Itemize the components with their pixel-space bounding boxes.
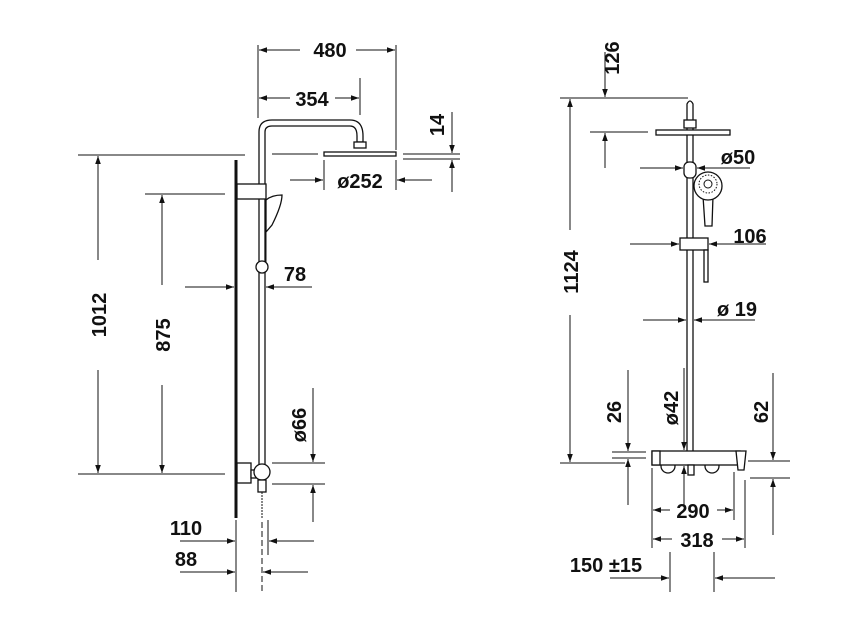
dim-head-diameter: ø252 [337, 171, 383, 193]
dim-height-total: 1012 [89, 293, 111, 338]
shower-system-front [651, 100, 747, 476]
dim-connection-spacing: 150 ±15 [570, 555, 642, 577]
shower-system-side [234, 119, 397, 518]
dim-spout-height: 62 [751, 401, 773, 423]
mixer-body-front [651, 450, 741, 466]
mixer-outlet [253, 463, 271, 481]
hose [703, 249, 709, 283]
head-connector-front [683, 119, 697, 129]
dim-arm-reach: 354 [295, 89, 329, 111]
hand-shower-head [693, 171, 723, 201]
dim-projection-min: 88 [175, 549, 197, 571]
dim-slider-diameter: ø50 [721, 147, 755, 169]
dim-bracket-height: 875 [153, 318, 175, 351]
dim-handle-spacing: 290 [676, 501, 709, 523]
dim-head-thickness: 14 [427, 113, 449, 136]
front-view: 126 1124 ø50 106 ø 19 26 ø42 62 [560, 41, 790, 592]
rail-pipe-front [686, 100, 694, 452]
head-connector [353, 141, 367, 149]
mixer-body [236, 462, 252, 484]
shower-head [323, 151, 397, 157]
slider [683, 161, 697, 179]
dim-pipe-diameter: ø 19 [717, 299, 757, 321]
dim-projection-max: 110 [170, 518, 202, 540]
dim-rail-offset: 78 [284, 264, 306, 286]
wall-bracket [236, 183, 267, 200]
dim-top-offset: 126 [602, 41, 624, 74]
spout [735, 450, 747, 471]
dim-width-total: 480 [313, 40, 346, 62]
side-view: 480 354 14 ø252 1012 875 78 [78, 40, 460, 592]
outlet-front [687, 464, 695, 476]
dim-height-front: 1124 [561, 249, 583, 293]
hand-shower [265, 194, 283, 234]
dim-holder-width: 106 [733, 226, 766, 248]
dim-mixer-diameter: ø66 [289, 408, 311, 442]
dim-outlet-diameter: ø42 [661, 391, 683, 425]
dim-mixer-height: 26 [604, 401, 626, 423]
holder [679, 237, 709, 251]
dim-mixer-width: 318 [680, 530, 713, 552]
shower-head-front [655, 129, 731, 136]
slider-knob [255, 260, 269, 274]
